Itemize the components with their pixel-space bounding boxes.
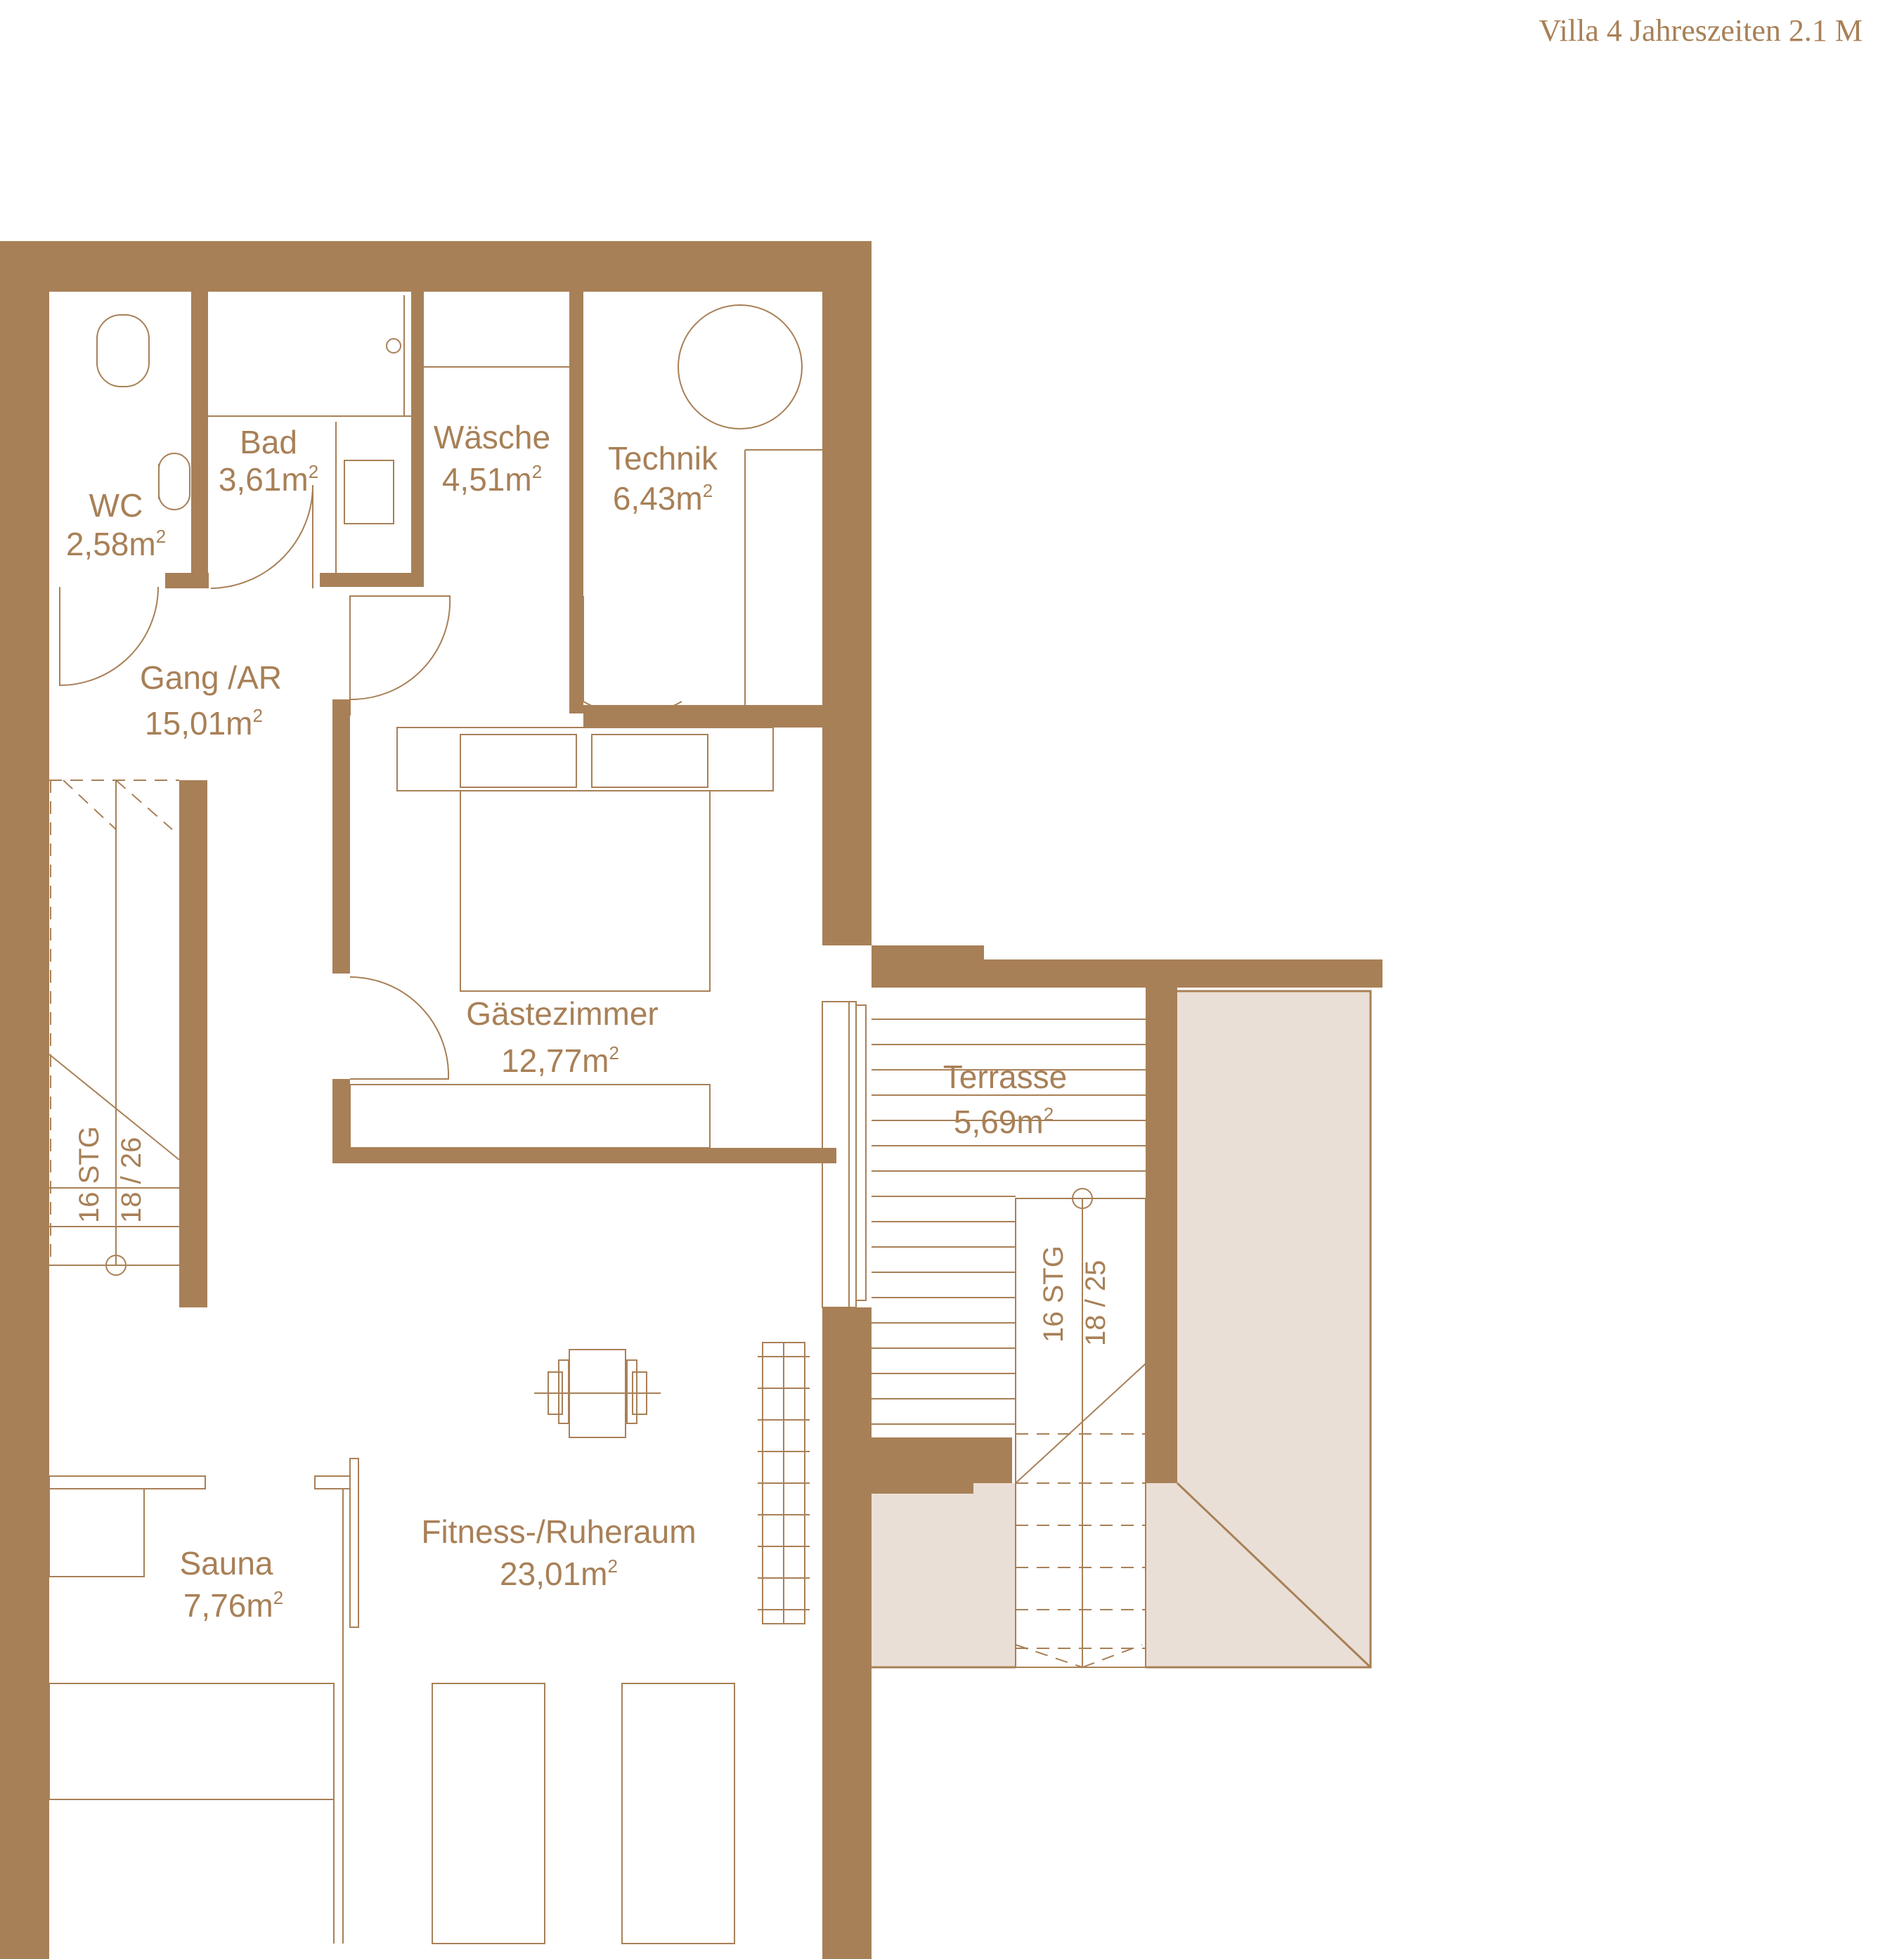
stairs-left-ratio: 18 / 26 xyxy=(116,1137,147,1223)
stairs-right xyxy=(1015,1188,1146,1668)
room-name-gaestezimmer: Gästezimmer xyxy=(466,995,658,1032)
stairs-left-steps: 16 STG xyxy=(74,1126,105,1223)
room-name-waesche: Wäsche xyxy=(434,419,550,455)
terrace-deck xyxy=(872,1019,1146,1425)
room-name-technik: Technik xyxy=(608,440,718,477)
header-title: Villa 4 Jahreszeiten 2.1 M xyxy=(1539,13,1863,48)
shaded-areas xyxy=(872,990,1372,1669)
weight-bench-icon xyxy=(534,1349,661,1438)
room-name-wc: WC xyxy=(89,487,143,524)
stair-labels: 16 STG 18 / 26 16 STG 18 / 25 xyxy=(74,1126,1111,1346)
room-area-gang: 15,01m2 xyxy=(145,705,263,742)
room-name-terrasse: Terrasse xyxy=(943,1059,1067,1095)
fixtures xyxy=(48,295,867,1944)
room-area-fitness: 23,01m2 xyxy=(500,1556,618,1592)
room-name-sauna: Sauna xyxy=(179,1545,273,1582)
room-name-bad: Bad xyxy=(240,424,297,460)
stairs-right-ratio: 18 / 25 xyxy=(1080,1260,1111,1346)
room-area-waesche: 4,51m2 xyxy=(442,461,542,498)
dumbbell-rack-icon xyxy=(758,1342,810,1624)
room-area-gaestezimmer: 12,77m2 xyxy=(501,1042,619,1079)
room-name-gang: Gang /AR xyxy=(140,659,282,696)
room-area-technik: 6,43m2 xyxy=(613,480,713,517)
walls xyxy=(0,241,1382,1959)
stairs-right-steps: 16 STG xyxy=(1038,1246,1069,1343)
room-area-terrasse: 5,69m2 xyxy=(954,1104,1054,1140)
room-name-fitness: Fitness-/Ruheraum xyxy=(421,1513,696,1550)
room-area-wc: 2,58m2 xyxy=(66,526,166,562)
doors xyxy=(59,484,682,1080)
room-area-sauna: 7,76m2 xyxy=(183,1587,283,1624)
room-labels: WC 2,58m2 Bad 3,61m2 Wäsche 4,51m2 Techn… xyxy=(66,419,1067,1624)
room-area-bad: 3,61m2 xyxy=(219,461,318,498)
stairs-left xyxy=(48,780,180,1276)
